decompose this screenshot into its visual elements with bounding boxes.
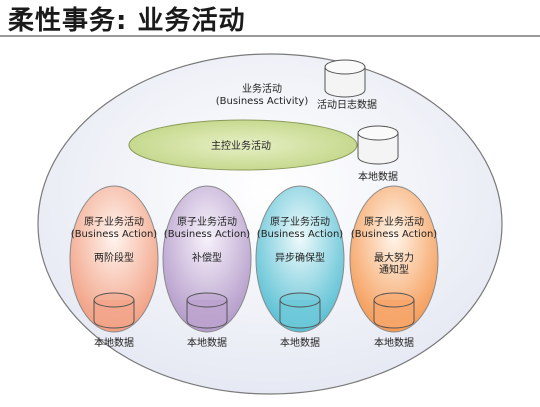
main-activity-label: 主控业务活动 xyxy=(211,139,271,152)
atomic-action-name: 原子业务活动 xyxy=(270,215,330,228)
atomic-actions: 原子业务活动(Business Action)两阶段型本地数据原子业务活动(Bu… xyxy=(69,185,439,349)
atomic-action-db xyxy=(186,292,228,329)
page-title: 柔性事务: 业务活动 xyxy=(8,6,246,36)
atomic-action-ellipse xyxy=(255,185,345,333)
atomic-action-type: 最大努力 xyxy=(374,251,414,264)
atomic-action-name-en: (Business Action) xyxy=(164,229,250,240)
atomic-action-db xyxy=(279,292,321,329)
atomic-action-ellipse xyxy=(349,185,439,333)
atomic-action-db-label: 本地数据 xyxy=(94,336,134,349)
atomic-action-name: 原子业务活动 xyxy=(84,215,144,228)
main-activity-db-label: 本地数据 xyxy=(358,170,398,183)
title-divider xyxy=(0,35,540,37)
atomic-action-db-label: 本地数据 xyxy=(374,336,414,349)
activity-name: 业务活动 xyxy=(242,82,282,95)
atomic-action-name: 原子业务活动 xyxy=(177,215,237,228)
atomic-action-name: 原子业务活动 xyxy=(364,215,424,228)
atomic-action-db-label: 本地数据 xyxy=(187,336,227,349)
atomic-action-type: 补偿型 xyxy=(192,251,222,264)
activity-name-en: (Business Activity) xyxy=(216,96,309,107)
activity-log-db xyxy=(324,59,366,98)
atomic-action-ellipse xyxy=(69,185,159,333)
atomic-action-type: 两阶段型 xyxy=(94,251,134,264)
atomic-action-name-en: (Business Action) xyxy=(257,229,343,240)
atomic-action-db xyxy=(373,292,415,329)
activity-log-db-label: 活动日志数据 xyxy=(317,98,377,111)
main-activity-db xyxy=(357,125,399,165)
atomic-action-db-label: 本地数据 xyxy=(280,336,320,349)
atomic-action-db xyxy=(93,292,135,329)
atomic-action-name-en: (Business Action) xyxy=(351,229,437,240)
atomic-action-type: 通知型 xyxy=(379,263,409,276)
atomic-action-ellipse xyxy=(162,185,252,333)
main-activity-ellipse xyxy=(128,119,358,171)
atomic-action-type: 异步确保型 xyxy=(275,251,325,264)
atomic-action-name-en: (Business Action) xyxy=(71,229,157,240)
